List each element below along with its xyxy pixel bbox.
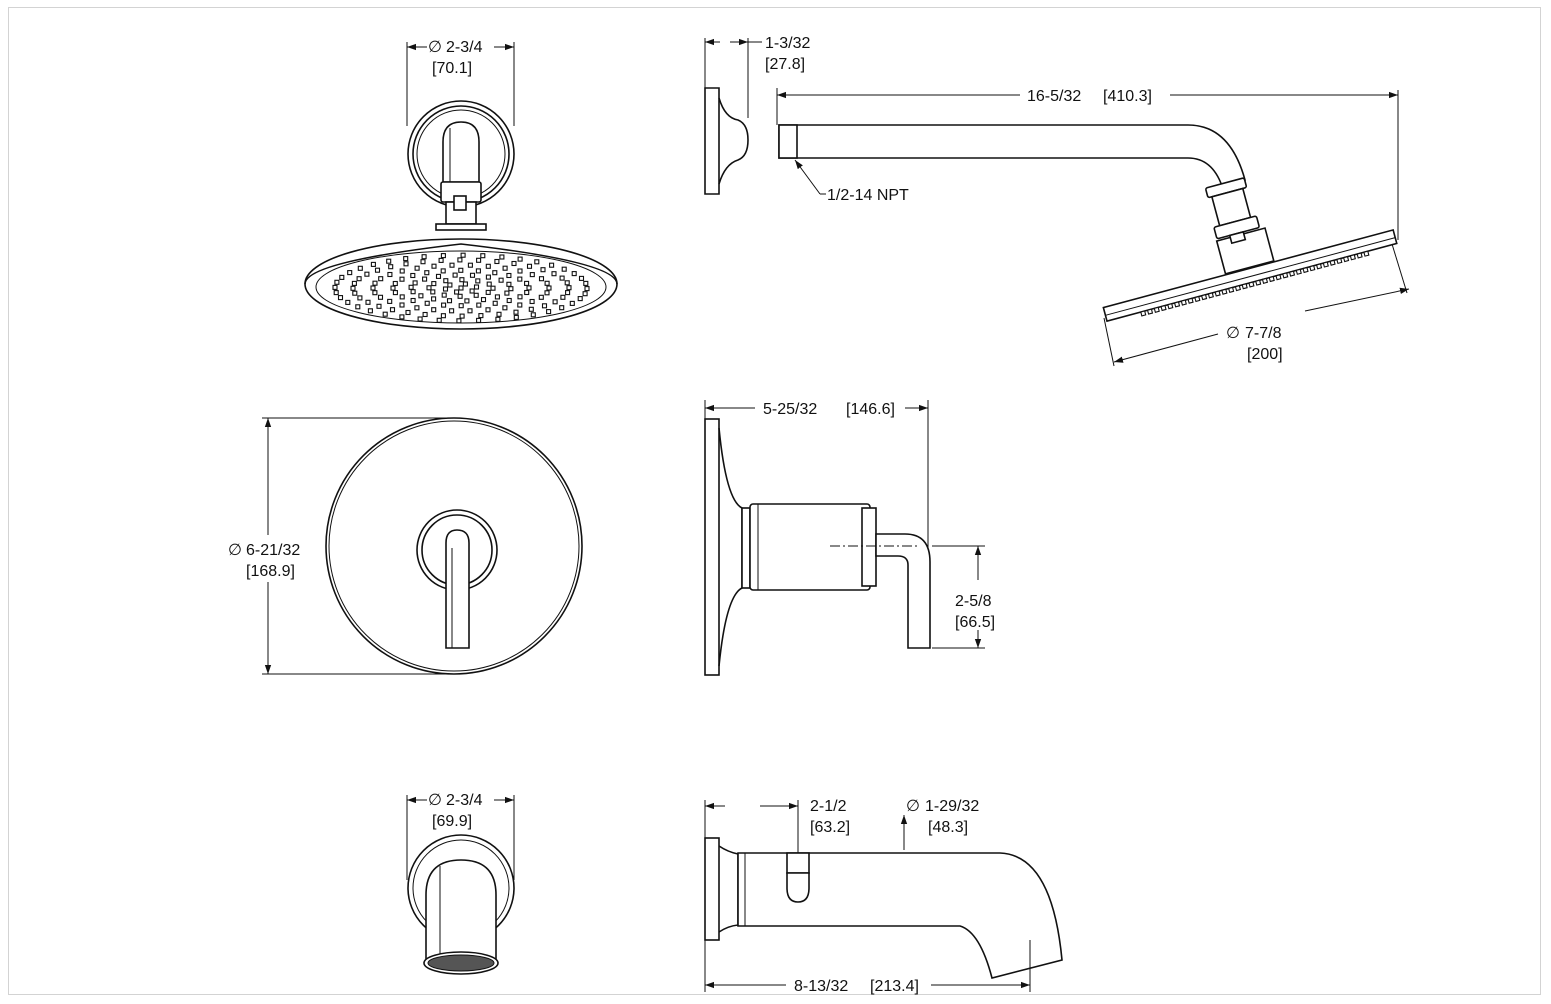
spout-diameter-dim: ∅ 1-29/32 [48.3] — [906, 798, 979, 836]
diverter-offset-dim: 2-1/2 [63.2] — [810, 798, 850, 836]
diameter-symbol: ∅ — [228, 542, 242, 559]
dim-value: 8-13/32 — [794, 978, 848, 995]
nozzle-pattern — [332, 252, 590, 324]
trim-diameter-dim: ∅ 6-21/32 [168.9] — [228, 542, 300, 580]
dim-value: 7-7/8 — [1245, 325, 1282, 342]
dim-value: 1-29/32 — [925, 798, 979, 815]
tub-spout-side-view: 2-1/2 [63.2] ∅ 1-29/32 [48.3] 8-13/32 [2… — [704, 798, 1063, 995]
showerarm-side-view: 1-3/32 [27.8] 16-5/32 [410.3] 1/2-14 NPT — [704, 35, 1410, 367]
showerhead-front-view: ∅ 2-3/4 [70.1] — [304, 39, 618, 330]
dim-metric: [213.4] — [870, 978, 919, 995]
diameter-symbol: ∅ — [1226, 325, 1240, 342]
diameter-symbol: ∅ — [428, 39, 442, 56]
valve-projection-dim: 5-25/32 [146.6] — [763, 401, 895, 418]
dim-metric: [146.6] — [846, 401, 895, 418]
dim-metric: [69.9] — [432, 813, 472, 830]
head-front-diameter-dim: ∅ 2-3/4 [70.1] — [428, 39, 483, 77]
valve-trim-side-view: 5-25/32 [146.6] 2-5/8 [66.5] — [704, 400, 995, 676]
dim-value: 2-1/2 — [810, 798, 847, 815]
dim-metric: [168.9] — [246, 563, 295, 580]
handle-height-dim: 2-5/8 [66.5] — [955, 593, 995, 631]
dim-value: 5-25/32 — [763, 401, 817, 418]
head-diameter-dim: ∅ 7-7/8 [200] — [1226, 325, 1283, 363]
dim-metric: [48.3] — [928, 819, 968, 836]
dim-metric: [63.2] — [810, 819, 850, 836]
dim-value: 2-5/8 — [955, 593, 992, 610]
spout-length-dim: 8-13/32 [213.4] — [794, 978, 919, 995]
dim-metric: [410.3] — [1103, 88, 1152, 105]
diameter-symbol: ∅ — [906, 798, 920, 815]
dim-metric: [70.1] — [432, 60, 472, 77]
tub-spout-front-view: ∅ 2-3/4 [69.9] — [406, 792, 515, 975]
dim-value: 2-3/4 — [446, 39, 483, 56]
dim-value: 1-3/32 — [765, 35, 810, 52]
valve-trim-front-view: ∅ 6-21/32 [168.9] — [228, 417, 583, 675]
spout-front-diameter-dim: ∅ 2-3/4 [69.9] — [428, 792, 483, 830]
dim-value: 16-5/32 — [1027, 88, 1081, 105]
dim-metric: [27.8] — [765, 56, 805, 73]
diameter-symbol: ∅ — [428, 792, 442, 809]
thread-label: 1/2-14 NPT — [827, 187, 909, 204]
drawing-sheet — [8, 7, 1541, 995]
dim-value: 2-3/4 — [446, 792, 483, 809]
dim-value: 6-21/32 — [246, 542, 300, 559]
dim-metric: [200] — [1247, 346, 1283, 363]
arm-length-dim: 16-5/32 [410.3] — [1027, 88, 1152, 105]
dim-metric: [66.5] — [955, 614, 995, 631]
flange-depth-dim: 1-3/32 [27.8] — [765, 35, 810, 73]
